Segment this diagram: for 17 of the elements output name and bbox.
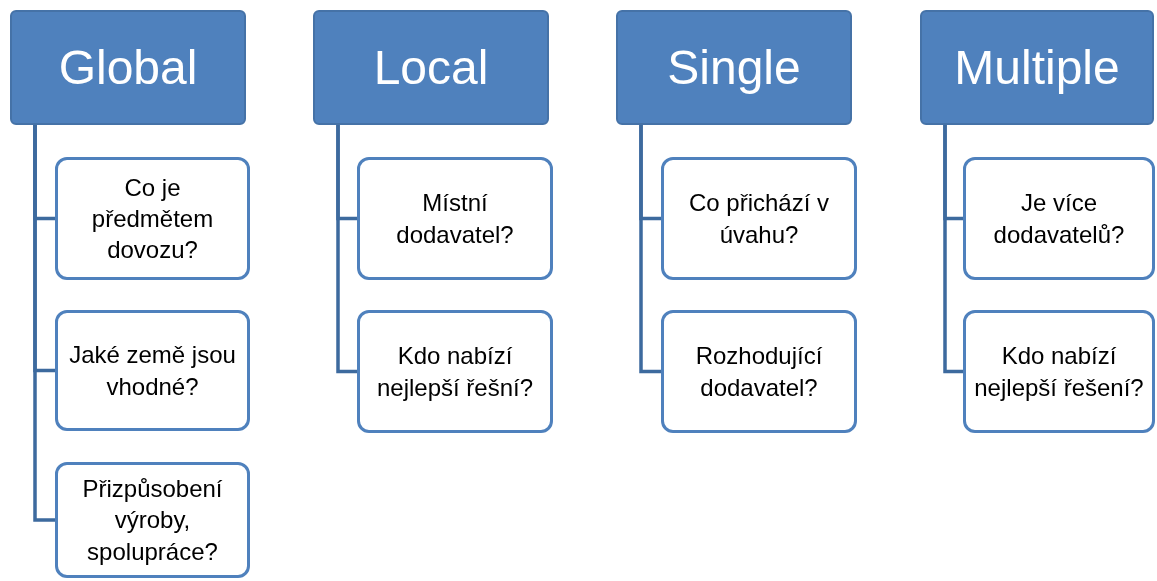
question-box: Co přichází v úvahu? (661, 157, 857, 280)
question-box: Kdo nabízí nejlepší řešní? (357, 310, 553, 433)
category-header-box: Global (10, 10, 246, 125)
question-box: Co je předmětem dovozu? (55, 157, 250, 280)
connector-line (336, 125, 357, 374)
connector-line (943, 125, 963, 374)
category-header-box: Multiple (920, 10, 1154, 125)
category-header-box: Local (313, 10, 549, 125)
question-box: Kdo nabízí nejlepší řešení? (963, 310, 1155, 433)
question-box: Rozhodující dodavatel? (661, 310, 857, 433)
question-box: Jaké země jsou vhodné? (55, 310, 250, 431)
question-box: Je více dodavatelů? (963, 157, 1155, 280)
question-box: Místní dodavatel? (357, 157, 553, 280)
connector-line (639, 125, 661, 374)
question-box: Přizpůsobení výroby, spolupráce? (55, 462, 250, 578)
connector-line (33, 125, 55, 522)
category-header-box: Single (616, 10, 852, 125)
